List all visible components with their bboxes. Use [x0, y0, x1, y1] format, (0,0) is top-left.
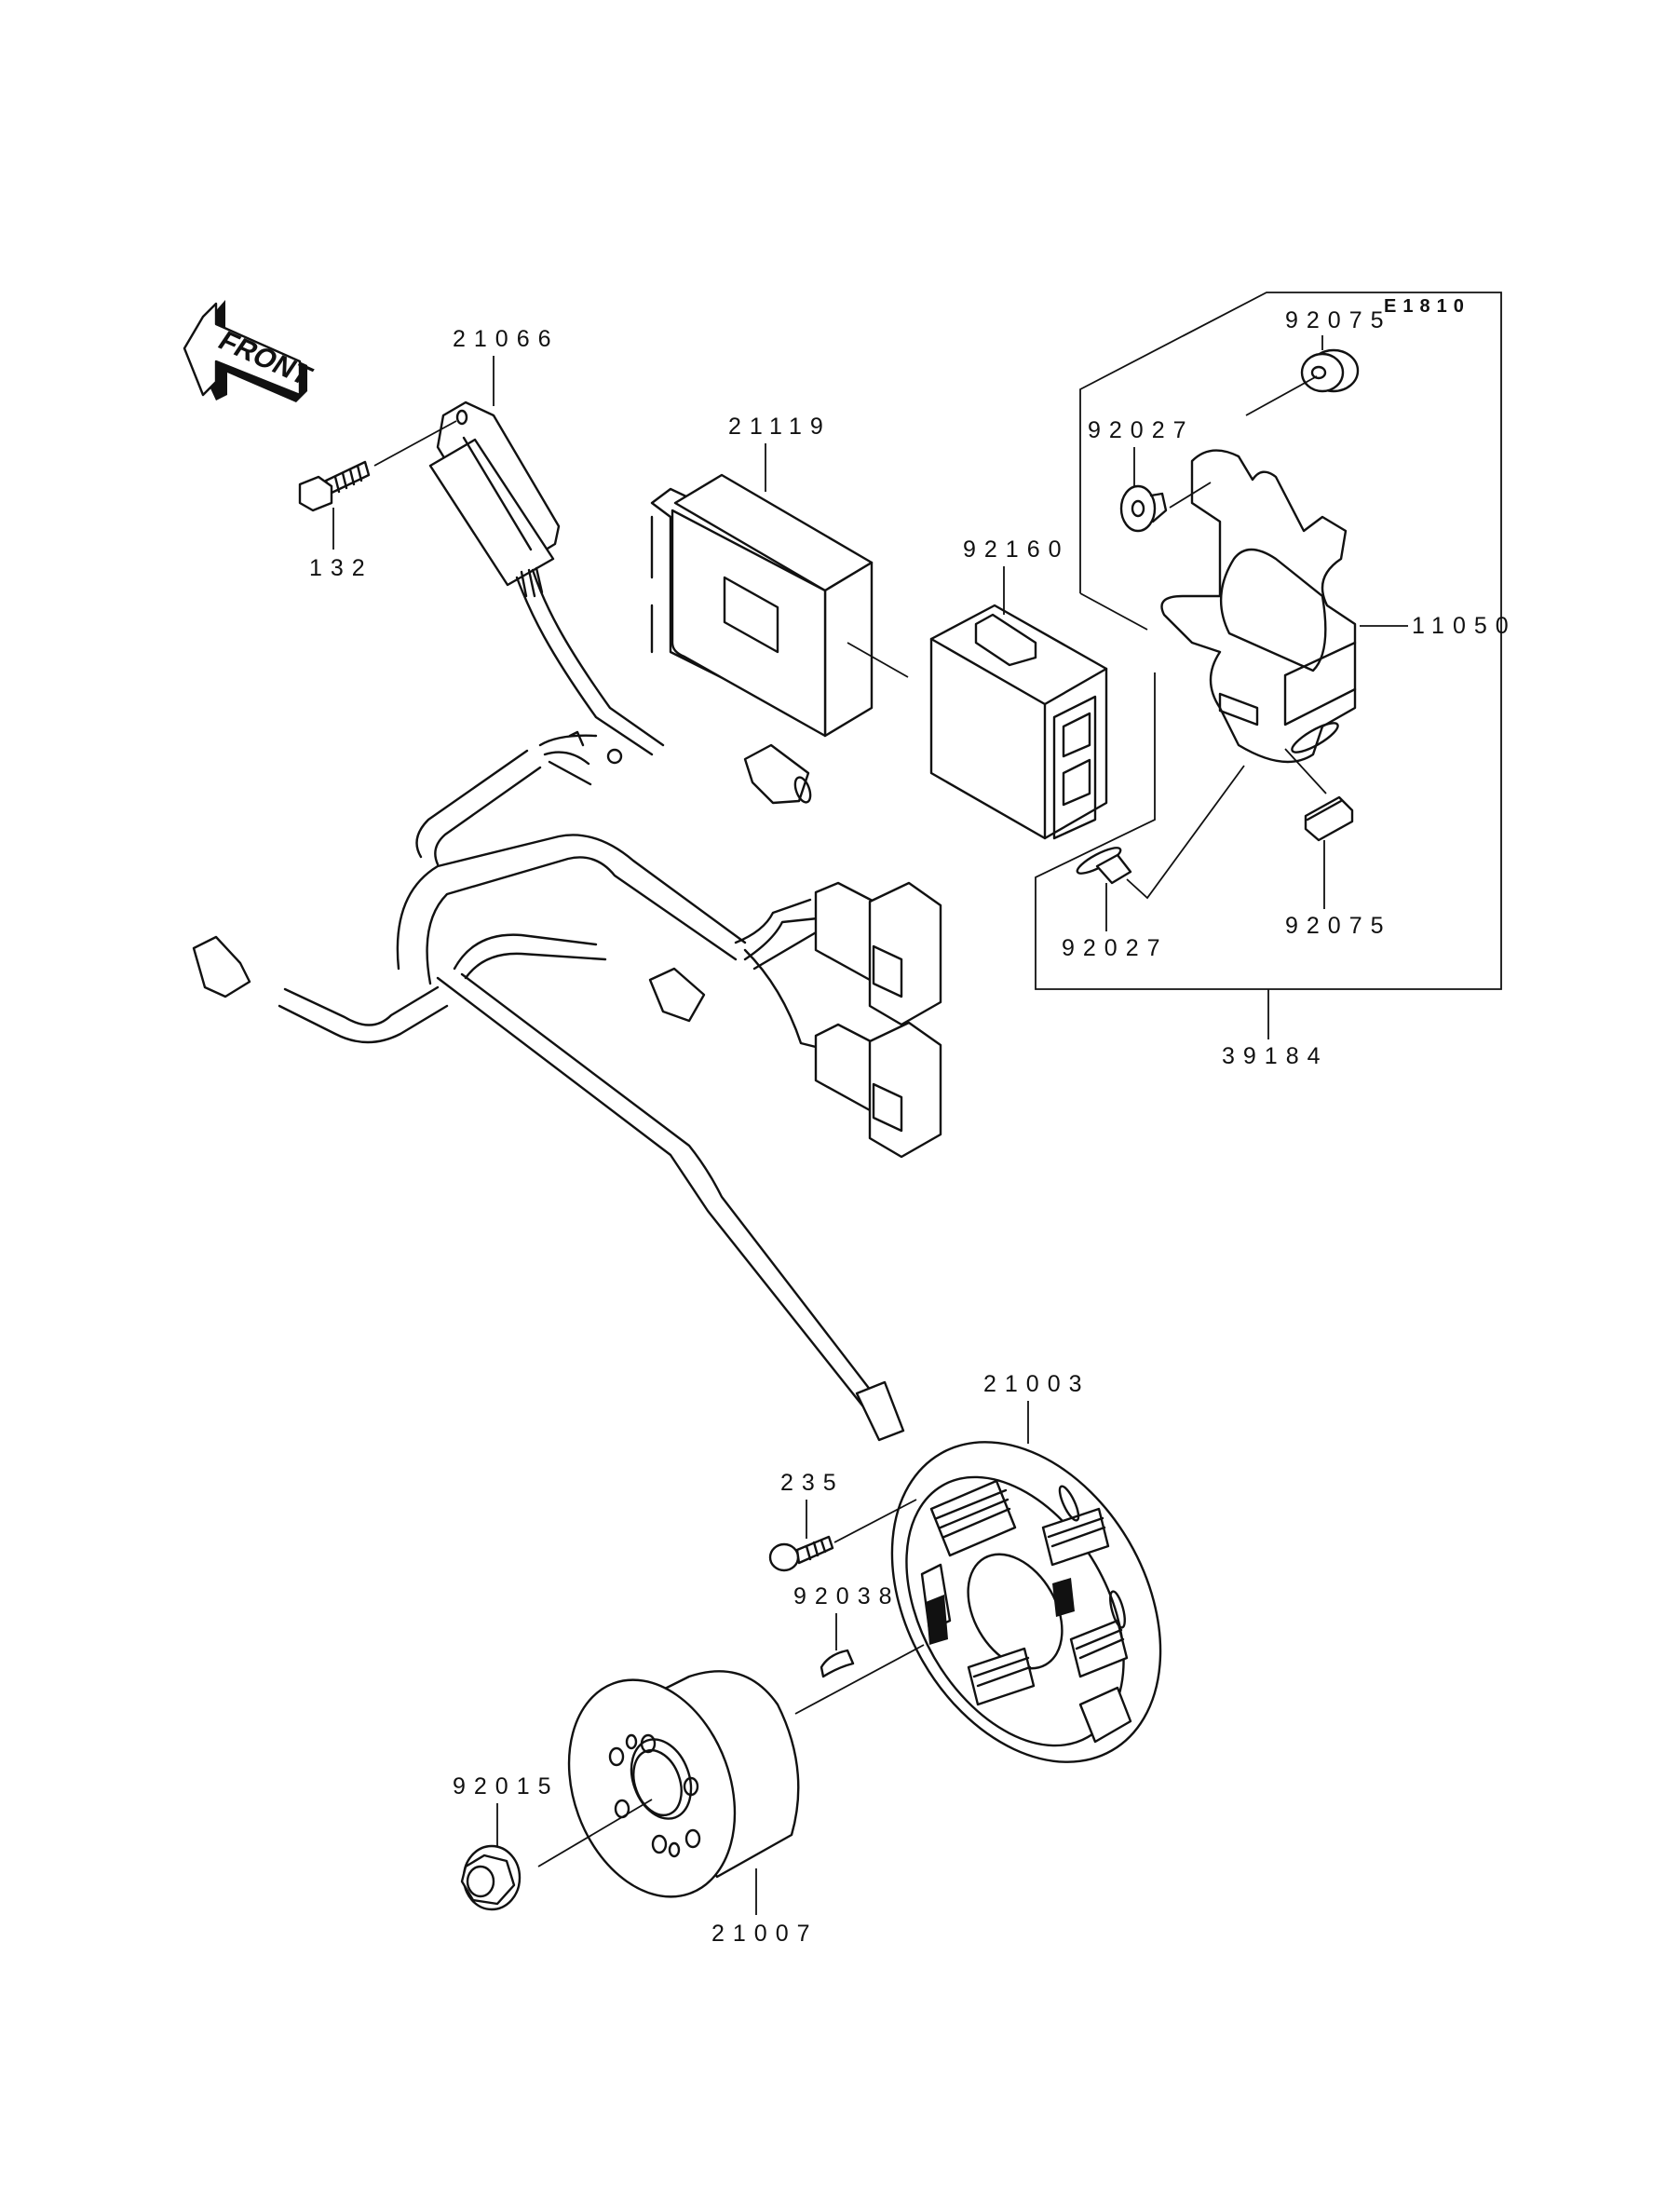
- part-21007-rotor[interactable]: [540, 1657, 800, 1921]
- part-21066-module[interactable]: [428, 401, 665, 756]
- label-21066: 21066: [453, 326, 560, 352]
- part-92075-grommet-bottom[interactable]: [1304, 795, 1354, 842]
- wiring-harness[interactable]: [192, 730, 905, 1442]
- connector-block-upper: [814, 881, 942, 1026]
- label-92075-top: 92075: [1285, 307, 1392, 333]
- label-39184: 39184: [1222, 1043, 1329, 1069]
- label-92027-bottom: 92027: [1062, 935, 1169, 961]
- part-92027-collar-bottom[interactable]: [1075, 844, 1132, 885]
- label-92038: 92038: [793, 1583, 901, 1609]
- kit-outline-39184: [1035, 292, 1502, 990]
- label-92075-bottom: 92075: [1285, 913, 1392, 939]
- label-92027-top: 92027: [1088, 417, 1195, 443]
- label-11050: 11050: [1412, 613, 1517, 639]
- part-92027-collar-top[interactable]: [1119, 484, 1168, 533]
- connector-block-lower: [814, 1021, 942, 1159]
- connector-21066-plug: [743, 743, 812, 805]
- part-92160-cover[interactable]: [929, 604, 1108, 840]
- part-92038-key[interactable]: [820, 1649, 855, 1678]
- part-235-screw[interactable]: [768, 1535, 834, 1572]
- label-235: 235: [780, 1470, 845, 1496]
- label-21007: 21007: [711, 1921, 819, 1947]
- part-21119-control-unit[interactable]: [650, 473, 909, 738]
- part-21003-stator[interactable]: [837, 1394, 1215, 1811]
- label-132: 132: [309, 555, 373, 581]
- part-132-bolt[interactable]: [298, 460, 371, 512]
- part-11050-bracket[interactable]: [1160, 449, 1357, 764]
- label-92015: 92015: [453, 1773, 560, 1799]
- part-92015-nut[interactable]: [460, 1844, 522, 1911]
- label-21003: 21003: [983, 1371, 1091, 1397]
- part-92075-grommet-top[interactable]: [1300, 348, 1360, 393]
- reference-code: E1810: [1384, 296, 1470, 317]
- front-arrow-icon: FRONT: [183, 300, 318, 402]
- label-92160: 92160: [963, 536, 1070, 563]
- label-21119: 21119: [728, 414, 832, 440]
